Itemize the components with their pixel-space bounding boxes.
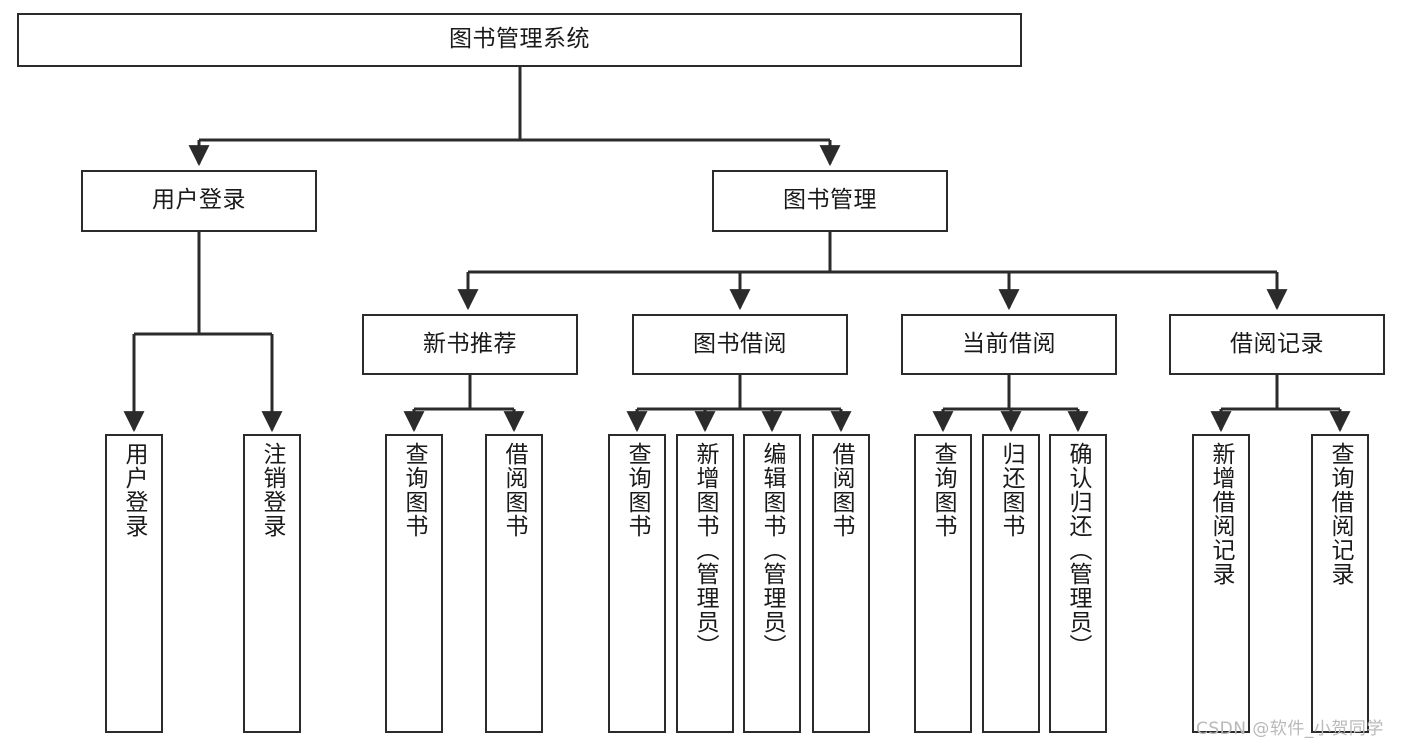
leaf-borrow-query-book[interactable]: 查询图书 <box>608 434 666 733</box>
node-label: 当前借阅 <box>962 330 1056 357</box>
node-label: 图书借阅 <box>693 330 787 357</box>
leaf-record-query-record[interactable]: 查询借阅记录 <box>1311 434 1369 733</box>
node-label: 查询图书 <box>401 442 428 538</box>
node-user-login[interactable]: 用户登录 <box>81 170 317 232</box>
node-label: 注销登录 <box>259 442 286 538</box>
leaf-borrow-edit-book-admin[interactable]: 编辑图书（管理员） <box>743 434 801 733</box>
node-book-management[interactable]: 图书管理 <box>712 170 948 232</box>
csdn-watermark: CSDN @软件_小贺同学 <box>1196 719 1384 739</box>
node-label: 用户登录 <box>152 187 246 214</box>
node-label: 新增借阅记录 <box>1208 442 1235 586</box>
node-label: 借阅记录 <box>1230 330 1324 357</box>
leaf-record-add-record[interactable]: 新增借阅记录 <box>1192 434 1250 733</box>
leaf-borrow-borrow-book[interactable]: 借阅图书 <box>812 434 870 733</box>
node-book-borrow[interactable]: 图书借阅 <box>632 314 848 375</box>
node-new-book-recommend[interactable]: 新书推荐 <box>362 314 578 375</box>
node-label: 新增图书（管理员） <box>692 442 719 658</box>
node-label: 归还图书 <box>998 442 1025 538</box>
leaf-recommend-query-book[interactable]: 查询图书 <box>385 434 443 733</box>
leaf-current-query-book[interactable]: 查询图书 <box>914 434 972 733</box>
node-label: 图书管理 <box>783 187 877 214</box>
leaf-recommend-borrow-book[interactable]: 借阅图书 <box>485 434 543 733</box>
leaf-user-login-logout[interactable]: 注销登录 <box>243 434 301 733</box>
node-label: 借阅图书 <box>828 442 855 538</box>
node-current-borrow[interactable]: 当前借阅 <box>901 314 1117 375</box>
node-label: 编辑图书（管理员） <box>759 442 786 658</box>
node-label: 用户登录 <box>121 442 148 538</box>
leaf-current-confirm-return-admin[interactable]: 确认归还（管理员） <box>1049 434 1107 733</box>
leaf-user-login-login[interactable]: 用户登录 <box>105 434 163 733</box>
node-label: 查询图书 <box>930 442 957 538</box>
node-label: 新书推荐 <box>423 330 517 357</box>
node-label: 查询图书 <box>624 442 651 538</box>
node-label: 图书管理系统 <box>449 26 590 53</box>
node-label: 确认归还（管理员） <box>1065 442 1092 658</box>
node-borrow-record[interactable]: 借阅记录 <box>1169 314 1385 375</box>
leaf-borrow-add-book-admin[interactable]: 新增图书（管理员） <box>676 434 734 733</box>
leaf-current-return-book[interactable]: 归还图书 <box>982 434 1040 733</box>
node-label: 借阅图书 <box>501 442 528 538</box>
node-root-library-system[interactable]: 图书管理系统 <box>17 13 1022 67</box>
node-label: 查询借阅记录 <box>1327 442 1354 586</box>
